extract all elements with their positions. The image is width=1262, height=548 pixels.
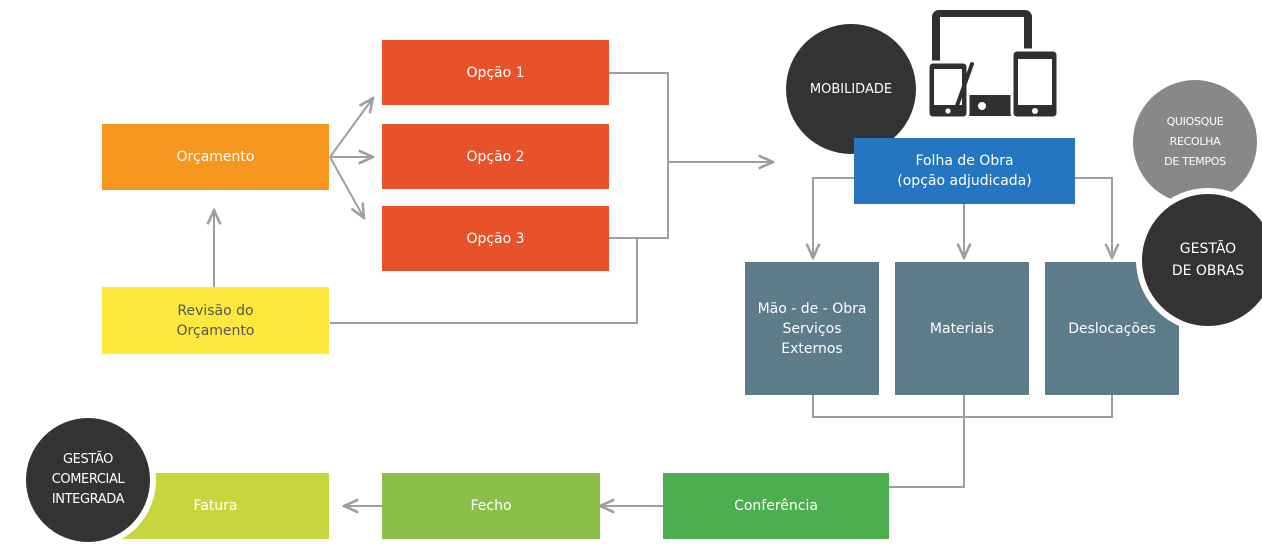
revisao-label: Revisão do Orçamento xyxy=(176,302,255,339)
gestao-comercial-badge: GESTÃO COMERCIAL INTEGRADA xyxy=(20,412,156,548)
smartphone-icon xyxy=(1010,48,1060,120)
deslocacoes-label: Deslocações xyxy=(1068,320,1156,337)
revisao-orcamento-box: Revisão do Orçamento xyxy=(102,287,329,354)
fecho-box: Fecho xyxy=(382,473,600,539)
gestao-obras-badge: GESTÃO DE OBRAS xyxy=(1136,188,1262,332)
opcao2-label: Opção 2 xyxy=(466,148,525,165)
folha-label: Folha de Obra (opção adjudicada) xyxy=(897,153,1032,189)
conferencia-box: Conferência xyxy=(663,473,889,539)
mobilidade-badge: MOBILIDADE xyxy=(786,24,916,154)
smartphone-stylus-icon xyxy=(926,60,974,120)
opcao1-label: Opção 1 xyxy=(466,64,525,81)
opcao2-box: Opção 2 xyxy=(382,124,609,189)
quiosque-label: QUIOSQUE RECOLHA DE TEMPOS xyxy=(1164,115,1226,168)
gestao-obras-label: GESTÃO DE OBRAS xyxy=(1171,241,1245,279)
gestao-comercial-label: GESTÃO COMERCIAL INTEGRADA xyxy=(51,452,125,507)
folha-obra-box: Folha de Obra (opção adjudicada) xyxy=(854,138,1075,204)
mobilidade-label: MOBILIDADE xyxy=(809,81,893,97)
materiais-label: Materiais xyxy=(929,320,995,337)
opcao3-box: Opção 3 xyxy=(382,206,609,271)
conferencia-label: Conferência xyxy=(734,498,818,514)
mao-obra-label: Mão - de - Obra Serviços Externos xyxy=(757,300,867,357)
orcamento-box: Orçamento xyxy=(102,124,329,190)
materiais-box: Materiais xyxy=(895,262,1029,395)
devices-illustration xyxy=(926,10,1060,120)
fecho-label: Fecho xyxy=(470,498,512,514)
mao-obra-box: Mão - de - Obra Serviços Externos xyxy=(745,262,879,395)
orcamento-label: Orçamento xyxy=(176,149,255,165)
quiosque-badge: QUIOSQUE RECOLHA DE TEMPOS xyxy=(1133,80,1257,204)
opcao3-label: Opção 3 xyxy=(466,230,525,247)
opcao1-box: Opção 1 xyxy=(382,40,609,105)
fatura-label: Fatura xyxy=(193,498,238,514)
